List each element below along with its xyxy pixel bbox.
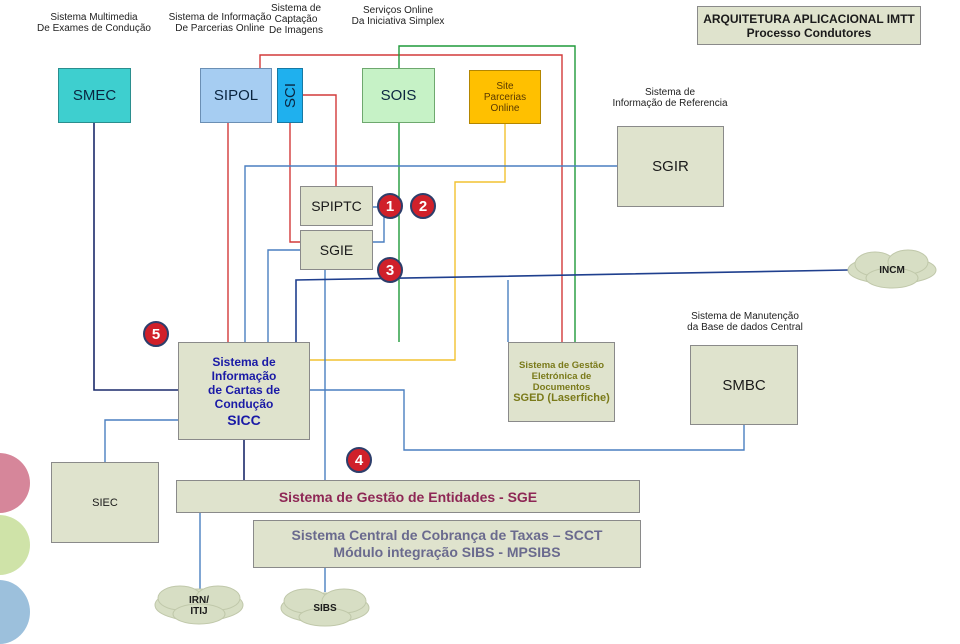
- system-scct: Sistema Central de Cobrança de Taxas – S…: [253, 520, 641, 568]
- sibs-cloud: [280, 588, 370, 627]
- system-sge: Sistema de Gestão de Entidades - SGE: [176, 480, 640, 513]
- irn-cloud: [154, 585, 244, 625]
- sged-line-2: Eletrónica de: [531, 371, 592, 382]
- sicc-line-3: SICC: [227, 412, 261, 428]
- sged-line-1: Sistema de Gestão: [518, 360, 604, 371]
- sge-label: Sistema de Gestão de Entidades - SGE: [278, 488, 538, 505]
- system-sipol: SIPOL: [200, 68, 272, 123]
- system-sci: SCI: [277, 68, 303, 123]
- smec-label: SMEC: [72, 87, 117, 104]
- label-captacao: Sistema de Captação De Imagens: [269, 3, 323, 36]
- system-spiptc: SPIPTC: [300, 186, 373, 226]
- label-multimedia: Sistema Multimedia De Exames de Condução: [37, 12, 151, 34]
- sicc-line-1: Sistema de Informação: [211, 355, 277, 383]
- wire-incm: [295, 269, 849, 342]
- sgie-label: SGIE: [319, 242, 354, 258]
- system-smbc: SMBC: [690, 345, 798, 425]
- wire-green: [398, 45, 576, 342]
- wire-sci-spiptc: [303, 94, 337, 186]
- wire-sicc-siec: [104, 419, 178, 462]
- sipol-label: SIPOL: [213, 87, 259, 104]
- sged-line-3: Documentos: [532, 382, 591, 393]
- scct-line-2: Módulo integração SIBS - MPSIBS: [333, 544, 561, 560]
- label-referencia: Sistema de Informação de Referencia: [612, 87, 728, 109]
- scct-line-1: Sistema Central de Cobrança de Taxas – S…: [291, 527, 603, 543]
- system-sgir: SGIR: [617, 126, 724, 207]
- spiptc-label: SPIPTC: [311, 198, 362, 214]
- marker-1: 1: [377, 193, 403, 219]
- system-site-parcerias: Site Parcerias Online: [469, 70, 541, 124]
- sicc-line-2: de Cartas de Condução: [207, 383, 281, 411]
- wire-smec-sicc: [93, 123, 178, 391]
- title-line-2: Processo Condutores: [746, 26, 872, 40]
- marker-3: 3: [377, 257, 403, 283]
- sois-label: SOIS: [380, 87, 417, 104]
- label-parcerias: Sistema de Informação De Parcerias Onlin…: [168, 12, 272, 34]
- system-siec: SIEC: [51, 462, 159, 543]
- title-line-1: ARQUITETURA APLICACIONAL IMTT: [703, 12, 915, 26]
- diagram-title: ARQUITETURA APLICACIONAL IMTT Processo C…: [697, 6, 921, 45]
- system-sged: Sistema de Gestão Eletrónica de Document…: [508, 342, 615, 422]
- sged-line-4: SGED (Laserfiche): [513, 392, 610, 404]
- wire-sci-sgie: [289, 123, 300, 243]
- marker-5: 5: [143, 321, 169, 347]
- marker-2: 2: [410, 193, 436, 219]
- wire-sicc-smbc: [310, 389, 745, 451]
- smbc-label: SMBC: [722, 376, 766, 394]
- siec-label: SIEC: [92, 496, 118, 509]
- site-label: Site Parcerias Online: [483, 80, 527, 114]
- wire-sgie-sicc: [267, 249, 300, 342]
- wire-yellow: [310, 124, 506, 361]
- marker-4: 4: [346, 447, 372, 473]
- incm-cloud: [847, 249, 937, 289]
- sibs-label: SIBS: [313, 603, 337, 614]
- system-sois: SOIS: [362, 68, 435, 123]
- system-sicc: Sistema de Informação de Cartas de Condu…: [178, 342, 310, 440]
- label-manutencao: Sistema de Manutenção da Base de dados C…: [687, 311, 803, 333]
- wire-red-top: [259, 54, 563, 342]
- system-smec: SMEC: [58, 68, 131, 123]
- irn-label: IRN/ ITIJ: [189, 595, 209, 617]
- sgir-label: SGIR: [652, 158, 689, 175]
- label-servicos: Serviços Online Da Iniciativa Simplex: [351, 5, 445, 27]
- system-sgie: SGIE: [300, 230, 373, 270]
- incm-label: INCM: [879, 265, 905, 276]
- wire-sgir: [244, 165, 617, 342]
- sci-label: SCI: [281, 82, 299, 109]
